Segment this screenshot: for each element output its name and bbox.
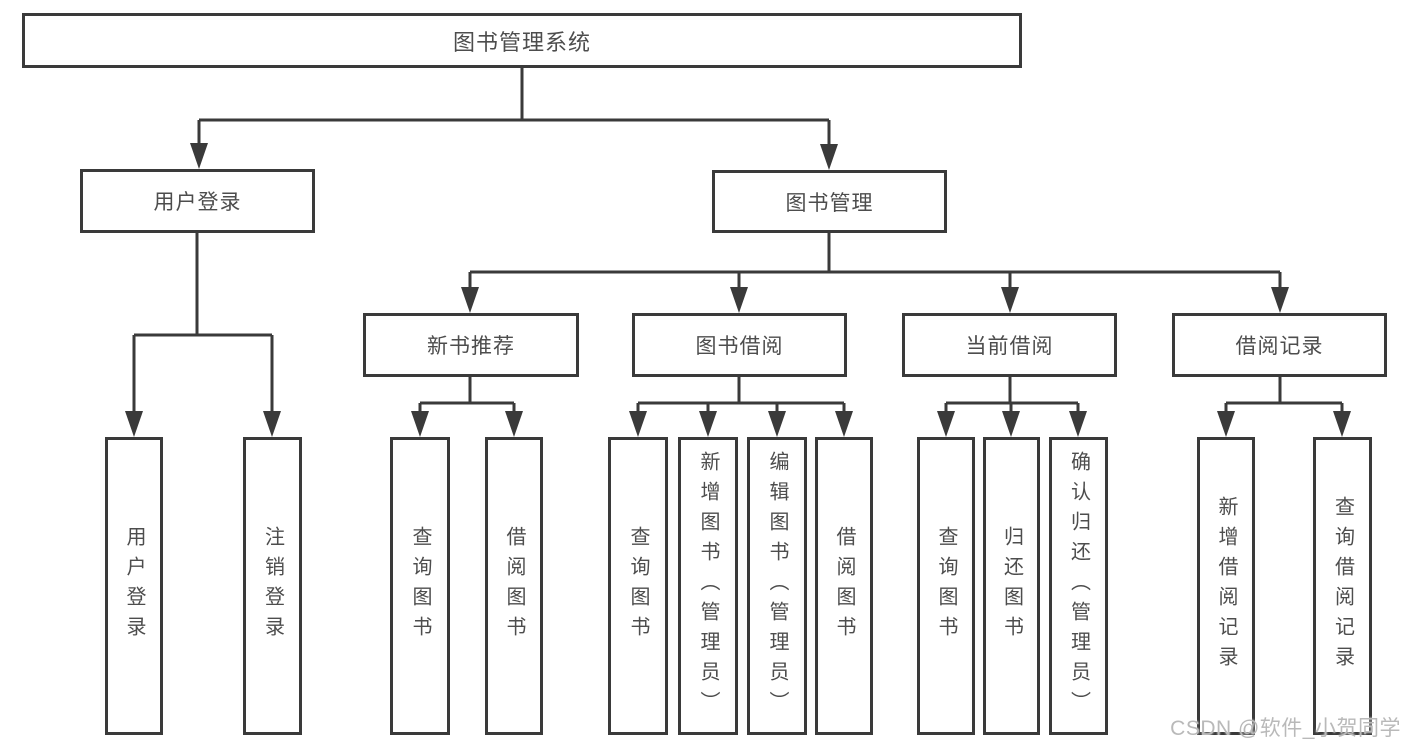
leaf-bb-borrow-books: 借阅图书 (815, 437, 873, 735)
leaf-bb-add-books-admin: 新增图书（管理员） (678, 437, 738, 735)
leaf-bb-query-books: 查询图书 (608, 437, 668, 735)
leaf-user-login-label: 用户登录 (123, 526, 145, 646)
node-new-book-recommend-label: 新书推荐 (427, 335, 515, 358)
leaf-bb-edit-books-admin-label: 编辑图书（管理员） (766, 451, 788, 721)
leaf-bb-query-books-label: 查询图书 (627, 526, 649, 646)
node-book-borrowing-label: 图书借阅 (695, 335, 784, 358)
node-user-login: 用户登录 (80, 169, 315, 233)
leaf-br-add-record: 新增借阅记录 (1197, 437, 1255, 735)
leaf-logout: 注销登录 (243, 437, 302, 735)
node-root-label: 图书管理系统 (452, 29, 591, 55)
node-book-management-label: 图书管理 (785, 191, 874, 215)
leaf-bb-edit-books-admin: 编辑图书（管理员） (747, 437, 807, 735)
leaf-br-query-record-label: 查询借阅记录 (1331, 496, 1354, 676)
leaf-cb-return-books: 归还图书 (983, 437, 1040, 735)
node-user-login-label: 用户登录 (153, 191, 242, 214)
node-current-borrowing-label: 当前借阅 (965, 335, 1054, 358)
leaf-bb-add-books-admin-label: 新增图书（管理员） (697, 451, 719, 721)
leaf-cb-query-books-label: 查询图书 (935, 526, 957, 646)
leaf-cb-confirm-return-admin-label: 确认归还（管理员） (1067, 451, 1090, 721)
leaf-nbr-borrow-books-label: 借阅图书 (503, 526, 525, 646)
arrowheads (125, 143, 1351, 437)
node-new-book-recommend: 新书推荐 (363, 313, 579, 377)
leaf-br-query-record: 查询借阅记录 (1313, 437, 1372, 735)
leaf-cb-return-books-label: 归还图书 (1000, 526, 1023, 646)
leaf-nbr-query-books-label: 查询图书 (409, 526, 431, 646)
node-book-borrowing: 图书借阅 (632, 313, 847, 377)
watermark: CSDN @软件_小贺同学 (1170, 717, 1401, 740)
leaf-nbr-borrow-books: 借阅图书 (485, 437, 543, 735)
leaf-logout-label: 注销登录 (261, 526, 284, 646)
leaf-br-add-record-label: 新增借阅记录 (1215, 496, 1237, 676)
leaf-user-login: 用户登录 (105, 437, 163, 735)
node-borrowing-records-label: 借阅记录 (1235, 335, 1324, 358)
leaf-nbr-query-books: 查询图书 (390, 437, 450, 735)
leaf-cb-query-books: 查询图书 (917, 437, 975, 735)
leaf-bb-borrow-books-label: 借阅图书 (833, 526, 855, 646)
node-current-borrowing: 当前借阅 (902, 313, 1117, 377)
leaf-cb-confirm-return-admin: 确认归还（管理员） (1049, 437, 1108, 735)
node-borrowing-records: 借阅记录 (1172, 313, 1387, 377)
node-book-management: 图书管理 (712, 170, 947, 233)
node-root: 图书管理系统 (22, 13, 1022, 68)
